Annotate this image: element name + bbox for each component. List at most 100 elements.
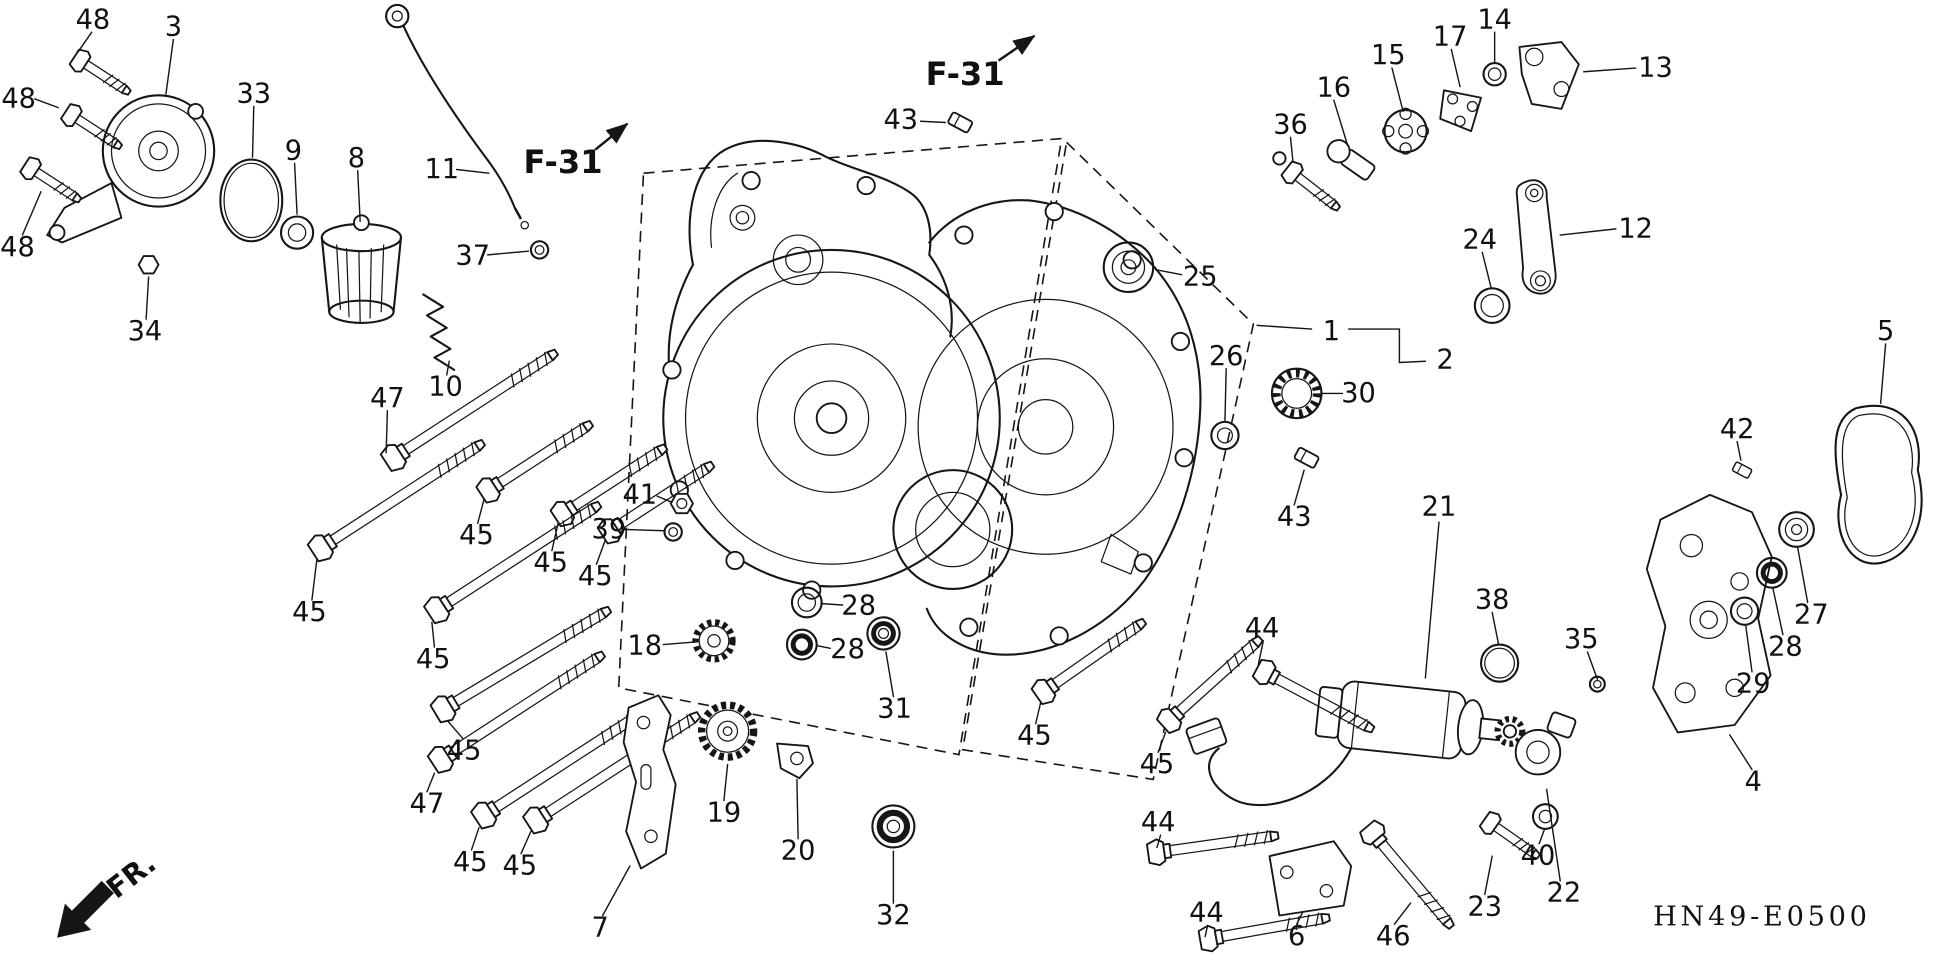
part-switch-16 [1326,139,1376,181]
callout-42-27[interactable]: 42 [1720,414,1755,445]
page-ref-arrows [594,34,1036,151]
callout-7-62[interactable]: 7 [592,912,609,943]
callout-1-15[interactable]: 1 [1323,316,1340,347]
callout-45-61[interactable]: 45 [502,851,537,882]
part-washer-36 [1272,151,1287,166]
callout-44-41[interactable]: 44 [1245,613,1280,644]
part-motor-connector [1185,717,1228,755]
callout-14-22[interactable]: 14 [1477,4,1512,35]
callout-45-30[interactable]: 45 [459,520,494,551]
callout-10-12[interactable]: 10 [428,372,463,403]
callout-45-49[interactable]: 45 [447,735,482,766]
callout-5-26[interactable]: 5 [1877,316,1894,347]
part-nut-34 [137,255,160,275]
callout-35-43[interactable]: 35 [1564,624,1599,655]
part-seal-32 [871,804,916,849]
callout-22-56[interactable]: 22 [1547,878,1582,909]
callout-12-25[interactable]: 12 [1618,213,1653,244]
callout-45-47[interactable]: 45 [1017,721,1052,752]
part-bolt-45-8 [520,702,707,838]
callout-45-32[interactable]: 45 [578,561,613,592]
callout-45-37[interactable]: 45 [416,644,451,675]
callout-31-38[interactable]: 31 [877,693,912,724]
callout-11-6[interactable]: 11 [425,154,460,185]
callout-16-19[interactable]: 16 [1317,72,1352,103]
part-dipstick-11 [385,3,530,230]
callout-30-17[interactable]: 30 [1341,378,1376,409]
callout-44-64[interactable]: 44 [1189,898,1224,929]
callout-37-9[interactable]: 37 [455,241,490,272]
callout-26-14[interactable]: 26 [1209,341,1244,372]
callout-47-51[interactable]: 47 [410,789,445,820]
part-dowel-pin-42 [1731,460,1754,480]
callout-48-8[interactable]: 48 [0,232,35,263]
callout-36-18[interactable]: 36 [1273,109,1308,140]
part-gasket-5 [1834,404,1923,565]
callout-29-46[interactable]: 29 [1736,669,1771,700]
part-rotor-15 [1382,107,1430,155]
callout-38-40[interactable]: 38 [1475,585,1510,616]
part-dowel-pin-43-b [1292,446,1321,470]
callout-8-5[interactable]: 8 [348,143,365,174]
callout-46-58[interactable]: 46 [1376,921,1411,952]
part-front-crankcase-cover [662,139,1014,600]
callout-41-28[interactable]: 41 [622,479,657,510]
callout-33-3[interactable]: 33 [236,79,271,110]
part-washer-29 [1729,596,1760,626]
callout-24-24[interactable]: 24 [1462,225,1497,256]
callout-4-53[interactable]: 4 [1745,766,1762,797]
callout-47-13[interactable]: 47 [370,383,405,414]
callout-18-36[interactable]: 18 [627,630,662,661]
part-dowel-pin-43-a [946,110,974,135]
part-bolt-45-6 [427,596,618,727]
part-cam-20 [776,742,814,780]
part-washer-39 [663,522,683,542]
callout-17-21[interactable]: 17 [1433,22,1468,53]
callout-34-10[interactable]: 34 [128,316,163,347]
callout-6-59[interactable]: 6 [1288,921,1305,952]
callout-20-52[interactable]: 20 [781,836,816,867]
callout-3-1[interactable]: 3 [165,12,182,43]
callout-39-29[interactable]: 39 [592,514,627,545]
callout-28-45[interactable]: 28 [1768,632,1803,663]
callout-2-16[interactable]: 2 [1437,345,1454,376]
callout-21-39[interactable]: 21 [1422,492,1457,523]
callout-28-34[interactable]: 28 [841,591,876,622]
part-rear-crankcase [917,199,1202,656]
reference-group-outline [617,137,1255,781]
callout-40-55[interactable]: 40 [1521,841,1556,872]
part-nut-41 [669,492,694,515]
callout-23-57[interactable]: 23 [1467,891,1502,922]
part-seal-28-c [1755,556,1788,589]
callout-19-50[interactable]: 19 [707,797,742,828]
callout-45-33[interactable]: 45 [292,597,327,628]
part-bracket-13 [1518,41,1580,110]
callout-13-23[interactable]: 13 [1638,53,1673,84]
callout-32-63[interactable]: 32 [876,900,911,931]
callout-28-35[interactable]: 28 [830,634,865,665]
callout-27-44[interactable]: 27 [1794,599,1829,630]
callout-45-31[interactable]: 45 [533,547,568,578]
callout-48-0[interactable]: 48 [76,4,111,35]
part-washer-40 [1531,803,1559,830]
part-water-pump-cover [46,94,216,244]
page-ref-f31-left[interactable]: F-31 [524,143,603,181]
callout-9-4[interactable]: 9 [285,135,302,166]
callout-15-20[interactable]: 15 [1371,40,1406,71]
part-washer-24 [1473,287,1511,324]
part-oil-filter-8 [320,214,403,324]
part-needle-bearing-30 [1270,367,1323,420]
page-ref-f31-top[interactable]: F-31 [926,55,1005,93]
part-washer-9 [279,215,315,250]
part-oring-14 [1482,62,1507,87]
callout-43-42[interactable]: 43 [1277,502,1312,533]
part-spring-10 [422,293,456,371]
callout-45-60[interactable]: 45 [453,847,488,878]
callout-48-2[interactable]: 48 [1,83,36,114]
callout-25-11[interactable]: 25 [1183,262,1218,293]
callout-45-48[interactable]: 45 [1140,749,1175,780]
front-direction-arrow [57,880,114,938]
callout-44-54[interactable]: 44 [1141,807,1176,838]
callout-43-7[interactable]: 43 [883,105,918,136]
